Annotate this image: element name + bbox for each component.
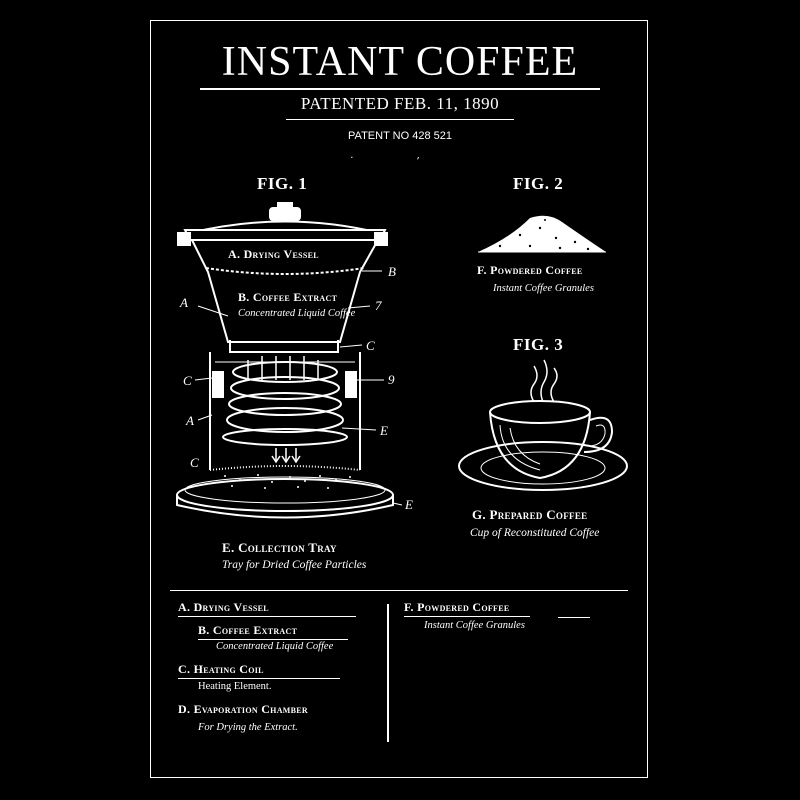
patent-dots: . , [350, 150, 450, 161]
fig2-heading: FIG. 2 [513, 174, 564, 193]
marker-c-left: C [183, 373, 192, 388]
legend-f-sub: Instant Coffee Granules [424, 620, 525, 631]
marker-b: B [388, 264, 396, 279]
legend-b-sub: Concentrated Liquid Coffee [216, 641, 334, 652]
legend-f-trailing-rule [558, 617, 590, 618]
patent-number: PATENT NO 428 521 [348, 130, 452, 142]
legend-d-label: D. Evaporation Chamber [178, 702, 308, 716]
fig3-prepared-coffee-label: G. Prepared Coffee [472, 507, 588, 522]
fig1-drying-vessel-label: A. Drying Vessel [228, 247, 319, 261]
legend-b-underline [198, 639, 348, 640]
marker-e-mid: E [380, 423, 388, 438]
legend-c-label: C. Heating Coil [178, 662, 264, 676]
fig1-collection-tray-label: E. Collection Tray [222, 540, 337, 555]
legend-f-underline [404, 616, 530, 617]
fig1-coffee-extract-label: B. Coffee Extract [238, 290, 338, 304]
poster-title: INSTANT COFFEE [221, 39, 579, 85]
fig2-powdered-coffee-label: F. Powdered Coffee [477, 263, 583, 277]
legend-f-label: F. Powdered Coffee [404, 600, 510, 614]
legend-c-underline [178, 678, 340, 679]
marker-c-right: C [366, 338, 375, 353]
legend-b-label: B. Coffee Extract [198, 623, 298, 637]
title-rule [200, 88, 600, 90]
fig1-coffee-extract-sub: Concentrated Liquid Coffee [238, 308, 356, 319]
fig1-heading: FIG. 1 [257, 174, 308, 193]
legend-d-sub: For Drying the Extract. [198, 722, 298, 733]
fig1-collection-tray-sub: Tray for Dried Coffee Particles [222, 559, 367, 571]
patent-date: PATENTED FEB. 11, 1890 [300, 94, 500, 113]
marker-7: 7 [375, 298, 382, 313]
subtitle-rule [286, 119, 514, 120]
fig2-powdered-coffee-sub: Instant Coffee Granules [493, 283, 594, 294]
poster-frame [150, 20, 648, 778]
fig3-prepared-coffee-sub: Cup of Reconstituted Coffee [470, 527, 600, 539]
legend-divider [170, 590, 628, 591]
marker-9: 9 [388, 372, 395, 387]
marker-e-tray: E [405, 497, 413, 512]
marker-c-low: C [190, 455, 199, 470]
fig3-heading: FIG. 3 [513, 335, 564, 354]
legend-column-divider [387, 604, 389, 742]
marker-a-top: A [180, 295, 188, 310]
legend-c-sub: Heating Element. [198, 681, 272, 692]
legend-a-underline [178, 616, 356, 617]
marker-a-mid: A [186, 413, 194, 428]
legend-a-label: A. Drying Vessel [178, 600, 269, 614]
